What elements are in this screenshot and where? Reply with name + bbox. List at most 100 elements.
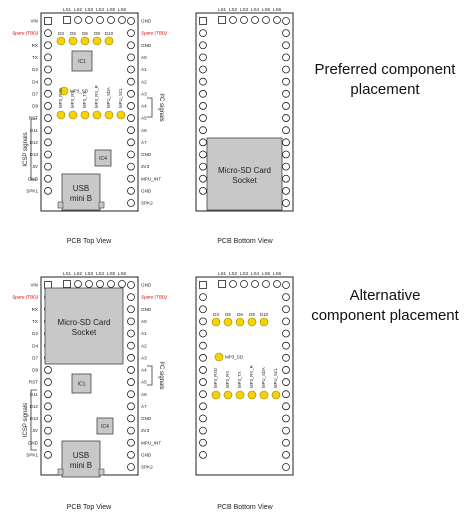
top-view-board-preferred-led-pad	[74, 16, 82, 24]
top-view-board-preferred-left-pin	[44, 89, 52, 98]
top-view-board-alternative-right-pin	[127, 426, 135, 435]
top-view-board-alternative-right-pin	[127, 305, 135, 314]
top-view-board-preferred-led-label: LS2	[74, 7, 83, 12]
right-pin-label: A5	[141, 380, 147, 385]
right-pin-label: A7	[141, 404, 147, 409]
right-pin-label: GND	[141, 188, 152, 193]
top-view-board-preferred-left-pin	[44, 114, 52, 122]
top-view-board-preferred-right-pin	[127, 89, 135, 98]
top-view-board-alternative-led-pad	[63, 280, 71, 288]
icsp-bracket	[30, 118, 37, 181]
ic1-chip	[71, 50, 93, 72]
bottom-view-board-preferred-left-pin	[199, 150, 207, 159]
bottom-view-board-alternative-led-label: LS6	[273, 271, 282, 276]
preferred-heading-line1: Preferred component	[314, 61, 456, 78]
bottom-view-board-alternative-led-label: LS1	[218, 271, 227, 276]
signal-pad	[271, 390, 281, 400]
left-pin-label: D4	[32, 79, 38, 84]
top-view-board-alternative-led-pad	[107, 280, 115, 288]
signal-pad-label: MP3_RX0	[213, 368, 218, 388]
top-view-board-alternative-right-pin	[127, 414, 135, 423]
bottom-view-board-alternative-left-pin	[199, 378, 207, 386]
bottom-view-board-alternative-right-pin	[282, 341, 290, 350]
left-pin-label: Spare (TBD)	[12, 295, 38, 300]
signal-pad-label: MP3_RX0	[58, 88, 63, 108]
d-pad	[211, 317, 221, 327]
bottom-view-board-preferred-right-pin	[282, 65, 290, 74]
top-view-board-preferred-left-pin	[44, 162, 52, 171]
top-view-caption-preferred: PCB Top View	[67, 238, 112, 245]
top-view-board-alternative-right-pin	[127, 366, 135, 374]
bottom-view-board-alternative-right-pin	[282, 438, 290, 447]
bottom-view-board-alternative-right-pin	[282, 426, 290, 435]
bottom-view-board-preferred-led-label: LS6	[273, 7, 282, 12]
usb-tab	[57, 201, 64, 209]
right-pin-label: A0	[141, 55, 147, 60]
left-pin-label: RST	[29, 116, 38, 121]
left-pin-label: GND	[28, 440, 39, 445]
preferred-heading: Preferred component placement	[300, 60, 470, 100]
left-pin-label: 3V	[32, 164, 39, 169]
top-view-board-preferred-led-label: LS6	[118, 7, 127, 12]
d-pad	[235, 317, 245, 327]
bottom-view-board-alternative-left-pin	[199, 341, 207, 350]
bottom-view-board-alternative-led-label: LS4	[251, 271, 260, 276]
d-pad	[104, 36, 114, 46]
top-view-board-preferred-left-pin	[44, 126, 52, 135]
top-view-board-preferred-right-pin	[127, 138, 135, 147]
bottom-view-board-alternative-right-pin	[282, 390, 290, 399]
usb-label-line1: USB	[73, 184, 89, 193]
bottom-view-board-preferred-led-label: LS4	[251, 7, 260, 12]
bottom-view-board-preferred-left-pin	[199, 41, 207, 50]
bottom-view-board-preferred-left-pin	[199, 53, 207, 62]
top-view-board-preferred-left-pin	[44, 102, 52, 110]
d-pad	[259, 317, 269, 327]
signal-pad	[68, 110, 78, 120]
top-view-board-preferred-right-pin	[127, 174, 135, 183]
bottom-view-board-alternative-left-pin	[199, 366, 207, 374]
mp3-sd-label: MP3_SD	[70, 89, 89, 94]
bottom-view-board-alternative-right-pin	[282, 317, 290, 326]
top-view-board-preferred-right-pin	[127, 186, 135, 195]
preferred-heading-line2: placement	[350, 81, 420, 98]
alternative-heading: Alternative component placement	[300, 286, 470, 326]
alternative-heading-line1: Alternative	[349, 287, 421, 304]
d-pad	[80, 36, 90, 46]
bottom-view-board-preferred-right-pin	[282, 77, 290, 86]
signal-pad-label: MP3_RX	[70, 91, 75, 108]
bottom-view-board-preferred-left-pin	[199, 65, 207, 74]
left-pin-label: D2	[32, 331, 38, 336]
ic4-chip	[94, 149, 112, 167]
bottom-view-board-preferred-led-pad	[273, 16, 281, 24]
bottom-view-board-preferred-right-pin	[282, 186, 290, 195]
ic4-chip-label: IC4	[101, 424, 109, 430]
d-pad	[223, 317, 233, 327]
signal-pad	[235, 390, 245, 400]
bottom-view-board-alternative-left-pin	[199, 414, 207, 423]
bottom-view-board-preferred-right-pin	[282, 29, 290, 38]
mp3-sd-label: MP3_SD	[225, 355, 244, 360]
signal-pad	[116, 110, 126, 120]
right-pin-label: GND	[141, 283, 152, 288]
d-pad-label: D10	[260, 312, 269, 317]
signal-pad	[259, 390, 269, 400]
top-view-board-preferred-led-pad	[96, 16, 104, 24]
signal-pad	[247, 390, 257, 400]
left-pin-label: D12	[30, 404, 39, 409]
right-pin-label: A4	[141, 104, 147, 109]
right-pin-label: A5	[141, 116, 147, 121]
d-pad	[247, 317, 257, 327]
usb-label-line1: USB	[73, 451, 89, 460]
signal-pad	[56, 110, 66, 120]
usb-tab	[98, 468, 105, 476]
mp3-sd-pad	[214, 352, 224, 362]
bottom-view-board-alternative-right-pin	[282, 378, 290, 386]
top-view-board-preferred-led-pad	[118, 16, 126, 24]
d-pad	[56, 36, 66, 46]
top-view-board-alternative-left-pin	[44, 281, 52, 289]
left-pin-label: 3V	[32, 428, 39, 433]
bottom-view-board-preferred-right-pin	[282, 53, 290, 62]
